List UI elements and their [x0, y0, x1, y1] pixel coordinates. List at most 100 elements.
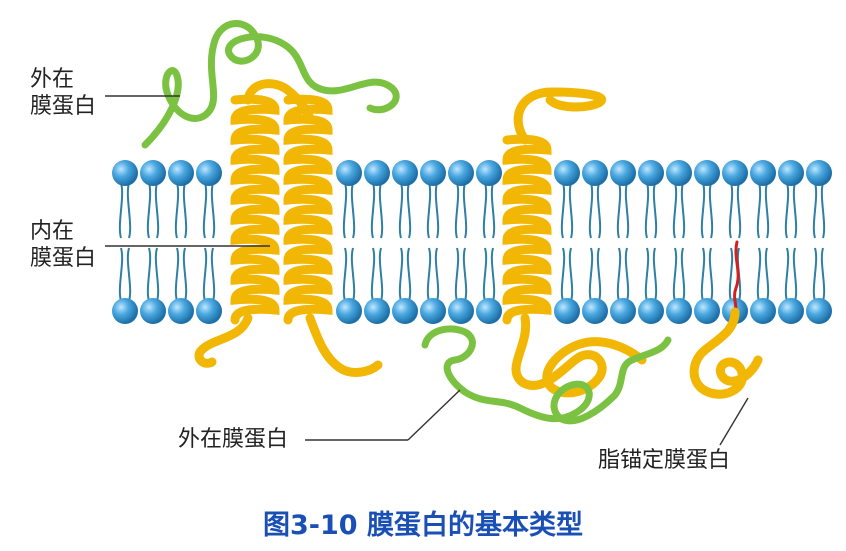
- lipid-anchor: [733, 240, 740, 314]
- peripheral-protein-bottom: [421, 325, 672, 425]
- lipid-head: [336, 298, 362, 324]
- lipid-head: [364, 160, 390, 186]
- lipid-tail: [482, 182, 488, 239]
- lipid-tail: [378, 182, 384, 239]
- lipid-tail: [146, 182, 152, 239]
- label-integral-line2: 膜蛋白: [30, 246, 97, 271]
- lipid-tail: [644, 182, 650, 239]
- lipid-tail: [462, 182, 468, 239]
- lipid-tail: [454, 247, 460, 302]
- lipid-head: [420, 298, 446, 324]
- lipid-tail: [672, 247, 678, 302]
- lipid-tail: [490, 247, 496, 302]
- lipid-tail: [210, 247, 216, 302]
- lipid-tail: [370, 247, 376, 302]
- lipid-tail: [680, 182, 686, 239]
- lipid-head: [336, 160, 362, 186]
- leader-lines: [105, 95, 749, 446]
- lipid-tail: [680, 247, 686, 302]
- label-peripheral-bottom: 外在膜蛋白: [178, 427, 289, 452]
- lipid-tail: [644, 247, 650, 302]
- lipid-tail: [568, 182, 574, 239]
- label-peripheral-top: 外在 膜蛋白: [30, 66, 96, 120]
- helix-a: [230, 94, 280, 325]
- lipid-head: [448, 298, 474, 324]
- label-integral: 内在 膜蛋白: [30, 218, 96, 272]
- lipid-tail: [596, 247, 602, 302]
- figure-caption: 图3-10 膜蛋白的基本类型: [263, 510, 583, 541]
- lipid-tail: [154, 247, 160, 302]
- lipid-tail: [398, 182, 404, 239]
- lipid-tail: [672, 182, 678, 239]
- lipid-tail: [126, 247, 132, 302]
- lipid-tail: [624, 247, 630, 302]
- lipid-head: [476, 298, 502, 324]
- lipid-tail: [210, 182, 216, 239]
- helix-b: [283, 94, 333, 325]
- lipid-tail: [616, 182, 622, 239]
- lipid-tail: [820, 247, 826, 302]
- lipid-tail: [700, 182, 706, 239]
- lipid-tail: [434, 247, 440, 302]
- lipid-tail: [174, 247, 180, 302]
- lipid-anchored-protein: [689, 240, 763, 399]
- lipid-tail: [568, 247, 574, 302]
- lipid-head: [806, 298, 832, 324]
- lipid-tail: [624, 182, 630, 239]
- helix-c: [502, 134, 552, 325]
- lipid-tail: [756, 182, 762, 239]
- lipid-tail: [482, 247, 488, 302]
- lipid-tail: [126, 182, 132, 239]
- lipid-tail: [700, 247, 706, 302]
- lipid-head: [140, 298, 166, 324]
- lipid-tail: [736, 182, 742, 239]
- lipid-tail: [820, 182, 826, 239]
- lipid-tail: [708, 247, 714, 302]
- lipid-head: [196, 298, 222, 324]
- helix-bundle-top-loop: [243, 79, 315, 123]
- lipid-tail: [426, 182, 432, 239]
- lipid-tail: [764, 182, 770, 239]
- lipid-head: [582, 298, 608, 324]
- lipid-head: [638, 160, 664, 186]
- leader-peripheral-bottom-diag: [407, 389, 461, 441]
- lipid-tail: [370, 182, 376, 239]
- lipid-tail: [202, 182, 208, 239]
- lipid-tail: [202, 247, 208, 302]
- lipid-tail: [406, 182, 412, 239]
- lipid-head: [694, 160, 720, 186]
- lipid-tail: [454, 182, 460, 239]
- lipid-head: [610, 160, 636, 186]
- lipid-tail: [426, 247, 432, 302]
- label-peripheral-top-line2: 膜蛋白: [30, 94, 97, 119]
- lipid-head: [806, 160, 832, 186]
- lipid-head: [112, 298, 138, 324]
- lipid-head: [666, 160, 692, 186]
- lipid-tail: [174, 182, 180, 239]
- lipid-head: [694, 298, 720, 324]
- label-integral-line1: 内在: [30, 219, 75, 244]
- lipid-head: [750, 298, 776, 324]
- lipid-tail: [652, 182, 658, 239]
- lipid-tail: [154, 182, 160, 239]
- lipid-tail: [182, 247, 188, 302]
- lipid-tail: [182, 182, 188, 239]
- lipid-head: [610, 298, 636, 324]
- lipid-tail: [812, 247, 818, 302]
- lipid-head: [778, 160, 804, 186]
- integral-protein-helix-bundle: [194, 79, 383, 377]
- helix-bundle-bottom-tail-right: [305, 313, 383, 377]
- label-lipid-anchored: 脂锚定膜蛋白: [598, 448, 731, 473]
- lipid-tail: [462, 247, 468, 302]
- lipid-head: [666, 298, 692, 324]
- lipid-head: [168, 298, 194, 324]
- lipid-tail: [588, 182, 594, 239]
- integral-protein-single-helix: [502, 87, 647, 398]
- lipid-head: [582, 160, 608, 186]
- lipid-tail: [756, 247, 762, 302]
- lipid-head: [420, 160, 446, 186]
- lipid-head: [476, 160, 502, 186]
- lipid-tail: [764, 247, 770, 302]
- lipid-head: [196, 160, 222, 186]
- lipid-tail: [792, 247, 798, 302]
